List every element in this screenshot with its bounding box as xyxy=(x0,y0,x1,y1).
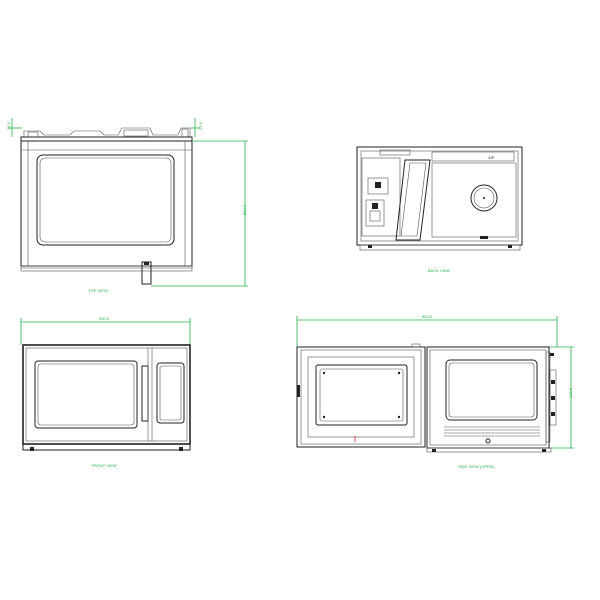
top-view-caption: TOP VIEW xyxy=(88,288,108,293)
side-view-open: 883.0 316.5 xyxy=(296,314,574,469)
top-right-dimension: 23.5 xyxy=(198,121,203,130)
front-view: 530.0 FRONT VIEW xyxy=(20,316,191,468)
front-view-caption: FRONT VIEW xyxy=(91,463,116,468)
side-view-caption: SIDE VIEW (OPEN) xyxy=(458,464,494,469)
side-total-dimension: 883.0 xyxy=(422,314,433,319)
front-width-dimension: 530.0 xyxy=(99,316,110,321)
top-view: 23.5 23.5 560.0 TOP VIEW xyxy=(6,118,248,293)
top-depth-dimension: 560.0 xyxy=(242,204,247,215)
top-left-dimension: 23.5 xyxy=(6,121,11,130)
side-height-dimension: 316.5 xyxy=(568,387,573,398)
back-view: ↑UP BACK VIEW xyxy=(356,146,523,273)
svg-text:↑UP: ↑UP xyxy=(487,155,495,160)
back-view-caption: BACK VIEW xyxy=(428,268,450,273)
